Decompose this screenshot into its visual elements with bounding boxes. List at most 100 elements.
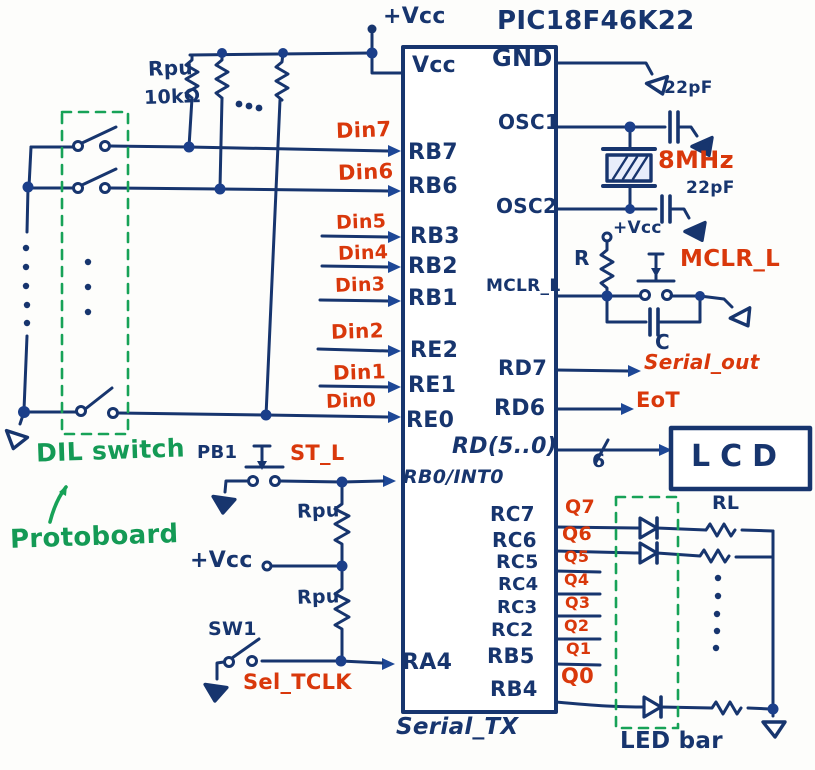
pb1-button bbox=[223, 444, 385, 494]
cap1-value-label: 22pF bbox=[664, 78, 713, 98]
ellipsis-resistors bbox=[235, 100, 263, 112]
pin-label-rb0-int0: RB0/INT0 bbox=[403, 466, 504, 488]
pin-label-rc2: RC2 bbox=[491, 619, 534, 641]
eot-label: EoT bbox=[636, 388, 680, 412]
rd7-serial-out-wire bbox=[554, 368, 630, 373]
vcc-mid-label: +Vcc bbox=[190, 548, 253, 573]
vcc-mclr-label: +Vcc bbox=[613, 218, 662, 238]
ic-title: PIC18F46K22 bbox=[497, 6, 695, 36]
sw1-label: SW1 bbox=[208, 618, 257, 640]
pin-label-osc1: OSC1 bbox=[498, 110, 560, 134]
reset-resistor-label: R bbox=[574, 246, 590, 270]
signal-label-din5: Din5 bbox=[335, 210, 387, 234]
cap2-value-label: 22pF bbox=[686, 178, 735, 198]
st-l-label: ST_L bbox=[290, 441, 345, 465]
protoboard-label: Protoboard bbox=[9, 519, 179, 555]
pin-label-mclr: MCLR_L bbox=[486, 276, 561, 296]
pin-label-rc3: RC3 bbox=[497, 597, 538, 618]
rpu-divider bbox=[261, 480, 384, 665]
din-input-arrows bbox=[316, 234, 390, 389]
ground-icons bbox=[4, 74, 787, 739]
pb1-label: PB1 bbox=[197, 442, 238, 463]
pin-label-re1: RE1 bbox=[408, 373, 457, 398]
signal-label-din7: Din7 bbox=[335, 117, 392, 143]
osc2-wire bbox=[554, 194, 691, 224]
protoboard-arrow bbox=[48, 485, 68, 524]
mclr-signal-label: MCLR_L bbox=[680, 246, 781, 272]
pin-label-rb7: RB7 bbox=[408, 140, 458, 165]
pin-label-rc7: RC7 bbox=[490, 502, 535, 526]
junction-dots bbox=[18, 47, 779, 715]
crystal-8mhz bbox=[601, 125, 657, 211]
led-bar-label: LED bar bbox=[620, 728, 723, 754]
signal-label-din1: Din1 bbox=[332, 359, 387, 385]
pin-label-rd7: RD7 bbox=[498, 356, 548, 380]
pin-label-rd6: RD6 bbox=[494, 396, 546, 421]
rpu-name-label: Rpu bbox=[147, 55, 194, 81]
pin-label-gnd: GND bbox=[492, 44, 553, 72]
rpu1-label: Rpu bbox=[296, 499, 341, 523]
dil-switch-0 bbox=[18, 186, 390, 426]
led-q7-branch bbox=[554, 516, 775, 540]
pin-label-rb6: RB6 bbox=[408, 174, 458, 199]
reset-cap-label: C bbox=[655, 330, 670, 354]
output-arrowheads bbox=[621, 365, 672, 456]
signal-label-q7: Q7 bbox=[565, 496, 595, 518]
ic-bottom-label: Serial_TX bbox=[396, 714, 519, 740]
rpu2-label: Rpu bbox=[296, 585, 341, 609]
dil-switch-2 bbox=[26, 145, 390, 194]
pin-label-osc2: OSC2 bbox=[496, 194, 558, 218]
crystal-value-label: 8MHz bbox=[658, 146, 734, 174]
pullup-resistor-din0 bbox=[264, 51, 290, 418]
arrowheads-into-ic bbox=[382, 145, 401, 670]
dil-switch-label: DIL switch bbox=[35, 433, 186, 468]
signal-label-q4: Q4 bbox=[564, 570, 590, 589]
sw1-switch bbox=[215, 637, 343, 681]
dil-wire-dots bbox=[22, 244, 92, 327]
pin-label-rb4: RB4 bbox=[490, 677, 538, 701]
rl-label: RL bbox=[712, 492, 740, 514]
dil-dashed-box bbox=[60, 110, 130, 436]
gnd-wire bbox=[554, 61, 654, 76]
signal-label-din0: Din0 bbox=[325, 389, 377, 413]
pin-label-vcc: Vcc bbox=[412, 53, 457, 78]
signal-label-q2: Q2 bbox=[564, 616, 590, 635]
pin-label-ra4: RA4 bbox=[402, 650, 453, 675]
pin-label-rb3: RB3 bbox=[410, 224, 460, 249]
pin-label-rc4: RC4 bbox=[498, 574, 539, 595]
bus-width-label: 6 bbox=[592, 450, 606, 472]
signal-label-q1: Q1 bbox=[566, 639, 592, 658]
signal-label-q3: Q3 bbox=[565, 593, 591, 612]
ic-body bbox=[401, 45, 558, 714]
pin-label-re2: RE2 bbox=[410, 338, 459, 363]
pin-label-rb2: RB2 bbox=[408, 254, 458, 279]
rd-bus-wire bbox=[554, 438, 673, 464]
mclr-circuit bbox=[554, 231, 734, 337]
signal-label-din3: Din3 bbox=[334, 273, 386, 297]
led-q0-branch bbox=[554, 695, 772, 719]
pullup-resistor-din6 bbox=[214, 51, 230, 190]
led-q6-branch bbox=[554, 541, 775, 565]
ledbar-dashed-box bbox=[614, 495, 680, 730]
pin-label-rd-bus: RD(5..0) bbox=[452, 434, 558, 459]
led-continuation-dots bbox=[712, 574, 722, 652]
vcc-top-label: +Vcc bbox=[383, 4, 446, 29]
sel-tclk-label: Sel_TCLK bbox=[243, 670, 352, 694]
signal-label-q5: Q5 bbox=[564, 547, 590, 566]
rpu-value-label: 10kΩ bbox=[143, 85, 201, 109]
lcd-label: LCD bbox=[691, 439, 788, 474]
signal-label-q6: Q6 bbox=[562, 523, 592, 545]
pin-label-rc5: RC5 bbox=[496, 551, 539, 573]
osc1-wire bbox=[554, 110, 699, 144]
pin-label-re0: RE0 bbox=[406, 408, 455, 433]
serial-out-label: Serial_out bbox=[644, 350, 760, 374]
dil-switch-1 bbox=[29, 125, 390, 153]
q-stub-wires bbox=[554, 569, 602, 667]
signal-label-din4: Din4 bbox=[337, 241, 389, 265]
pin-label-rb5: RB5 bbox=[487, 644, 535, 668]
signal-label-din2: Din2 bbox=[330, 318, 385, 344]
lcd-box bbox=[668, 425, 813, 492]
pin-label-rc6: RC6 bbox=[492, 528, 537, 552]
